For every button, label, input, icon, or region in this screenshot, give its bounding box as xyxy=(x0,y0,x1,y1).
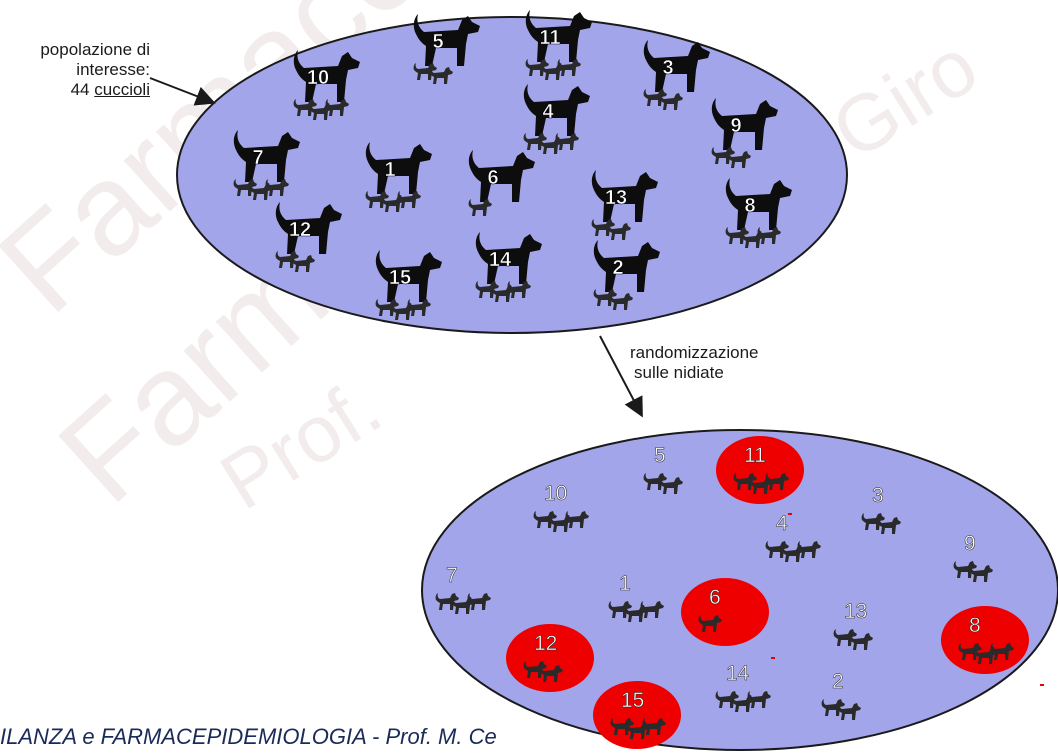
population-unit: cuccioli xyxy=(94,80,150,99)
litter-number: 11 xyxy=(744,444,766,467)
population-arrow xyxy=(150,78,212,102)
litter-number: 9 xyxy=(964,532,976,555)
randomization-label-line2: sulle nidiate xyxy=(630,363,759,383)
litter-number: 6 xyxy=(487,167,498,189)
litter-number: 12 xyxy=(534,632,557,655)
red-speck xyxy=(1040,684,1044,686)
randomization-label: randomizzazione sulle nidiate xyxy=(630,343,759,383)
litter-number: 2 xyxy=(832,670,844,693)
population-label: popolazione di interesse: 44 cuccioli xyxy=(10,40,150,100)
litter-number: 7 xyxy=(446,564,458,587)
population-label-line1: popolazione di xyxy=(10,40,150,60)
randomization-label-line1: randomizzazione xyxy=(630,343,759,363)
selected-litter-highlight-6 xyxy=(681,578,769,646)
population-label-line2: interesse: xyxy=(10,60,150,80)
litter-number: 5 xyxy=(654,444,666,467)
litter-number: 1 xyxy=(384,159,395,181)
litter-number: 3 xyxy=(662,57,673,79)
red-speck xyxy=(788,513,792,515)
litter-number: 10 xyxy=(307,67,329,89)
litter-number: 1 xyxy=(619,572,631,595)
litter-number: 8 xyxy=(969,614,981,637)
litter-number: 8 xyxy=(744,195,755,217)
litter-number: 6 xyxy=(709,586,721,609)
red-speck xyxy=(771,657,775,659)
population-count: 44 xyxy=(71,80,90,99)
litter-number: 15 xyxy=(621,689,644,712)
litter-number: 9 xyxy=(730,115,741,137)
litter-number: 13 xyxy=(605,187,627,209)
selected-litter-highlight-8 xyxy=(941,606,1029,674)
litter-number: 14 xyxy=(726,662,750,685)
litter-number: 7 xyxy=(252,147,263,169)
litter-number: 10 xyxy=(544,482,567,505)
litter-number: 14 xyxy=(489,249,512,271)
footer-text: ILANZA e FARMACEPIDEMIOLOGIA - Prof. M. … xyxy=(0,724,497,750)
litter-number: 4 xyxy=(776,512,788,535)
litter-number: 4 xyxy=(542,101,554,123)
litter-number: 13 xyxy=(844,600,867,623)
litter-number: 15 xyxy=(389,267,411,289)
litter-number: 3 xyxy=(872,484,884,507)
litter-number: 2 xyxy=(612,257,623,279)
litter-number: 5 xyxy=(432,31,443,53)
population-label-line3: 44 cuccioli xyxy=(10,80,150,100)
litter-number: 11 xyxy=(539,27,560,49)
litter-number: 12 xyxy=(289,219,311,241)
